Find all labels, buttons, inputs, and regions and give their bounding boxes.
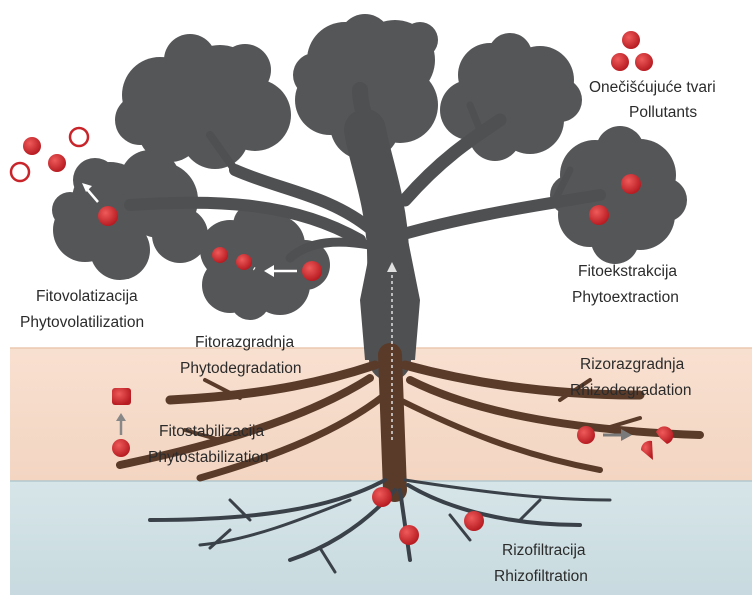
pollutant-legend-icon: [611, 31, 653, 71]
canopy-left: [52, 150, 208, 280]
canopy-top-left: [115, 34, 291, 169]
label-phytostabilization-hr: Fitostabilizacija: [159, 423, 264, 440]
label-rhizofiltration-en: Rhizofiltration: [494, 568, 588, 585]
label-rhizofiltration-hr: Rizofiltracija: [502, 542, 586, 559]
label-pollutants-en: Pollutants: [629, 104, 697, 121]
label-rhizodegradation-en: Rhizodegradation: [570, 382, 692, 399]
label-phytostabilization-en: Phytostabilization: [148, 449, 269, 466]
label-phytovolatilization-en: Phytovolatilization: [20, 314, 144, 331]
label-phytovolatilization-hr: Fitovolatizacija: [36, 288, 138, 305]
label-phytodegradation-en: Phytodegradation: [180, 360, 302, 377]
label-phytoextraction-hr: Fitoekstrakcija: [578, 263, 677, 280]
trunk-base: [360, 240, 420, 360]
label-rhizodegradation-hr: Rizorazgradnja: [580, 356, 685, 373]
label-phytoextraction-en: Phytoextraction: [572, 289, 679, 306]
label-pollutants-hr: Onečišćujuće tvari: [589, 79, 716, 96]
label-phytodegradation-hr: Fitorazgradnja: [195, 334, 294, 351]
